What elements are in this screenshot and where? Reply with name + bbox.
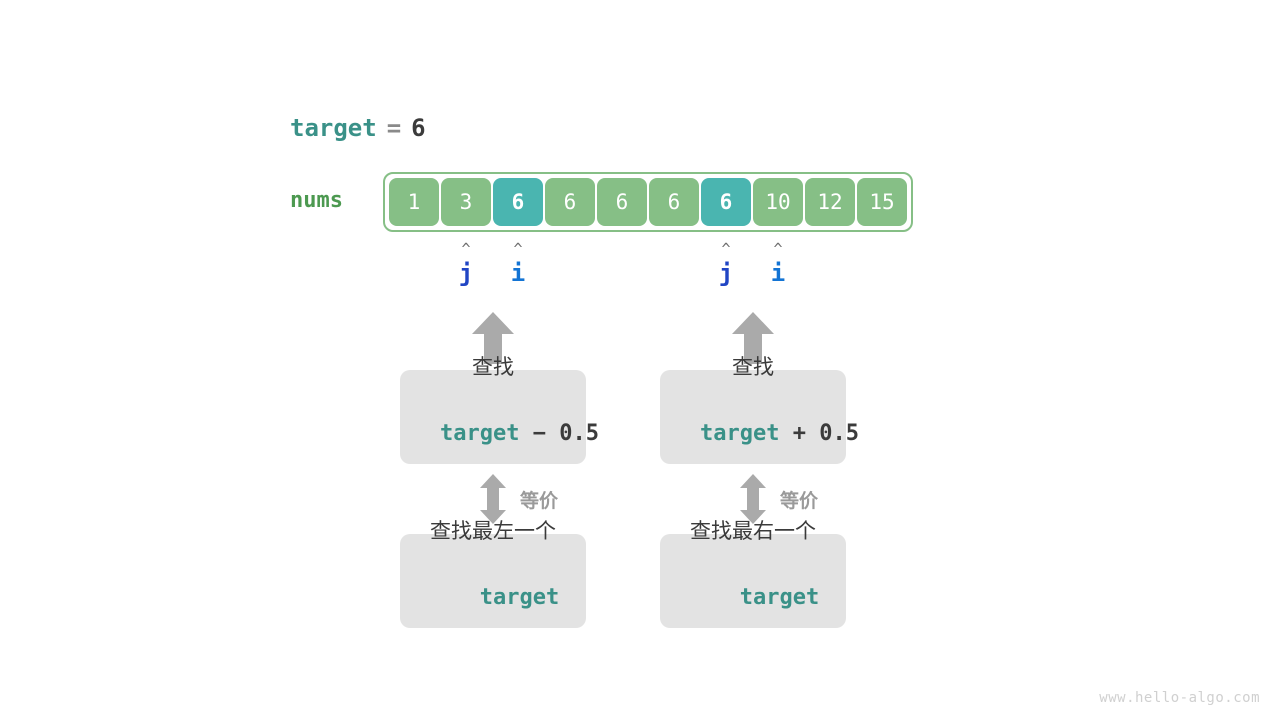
pointer-label: j — [718, 259, 734, 287]
array-cell: 10 — [753, 178, 803, 226]
caret-icon: ^ — [461, 240, 471, 258]
search-label: 查找 — [732, 355, 774, 379]
expression-operator: + 0.5 — [779, 421, 859, 446]
array-cell: 6 — [649, 178, 699, 226]
watermark: www.hello-algo.com — [1099, 690, 1260, 706]
search-target: target — [687, 550, 819, 646]
expression-operator: − 0.5 — [519, 421, 599, 446]
double-arrow-icon — [480, 474, 506, 524]
target-declaration: target = 6 — [290, 110, 426, 146]
search-leftmost-box: 查找最左一个 target — [400, 519, 586, 628]
array-label: nums — [290, 188, 343, 213]
search-expression: target − 0.5 — [387, 386, 599, 482]
up-arrow-right — [732, 312, 774, 364]
double-arrow-icon — [740, 474, 766, 524]
pointer-j: ^j — [701, 242, 751, 288]
search-expression: target + 0.5 — [647, 386, 859, 482]
search-offset-box-right: 查找 target + 0.5 — [660, 355, 859, 464]
caret-icon: ^ — [513, 240, 523, 258]
array-cell: 6 — [493, 178, 543, 226]
array-cell: 3 — [441, 178, 491, 226]
up-arrow-left — [472, 312, 514, 364]
target-keyword: target — [479, 585, 560, 610]
pointer-label: j — [458, 259, 474, 287]
equals-sign: = — [386, 114, 402, 142]
search-rightmost-box: 查找最右一个 target — [660, 519, 846, 628]
equivalence-group-right: 等价 — [740, 474, 818, 524]
equivalence-label: 等价 — [520, 489, 559, 512]
pointer-j: ^j — [441, 242, 491, 288]
pointer-label: i — [770, 259, 786, 287]
array-cell: 6 — [545, 178, 595, 226]
array-cell: 1 — [389, 178, 439, 226]
array-cell: 12 — [805, 178, 855, 226]
expression-keyword: target — [440, 421, 520, 446]
target-keyword: target — [290, 114, 377, 142]
target-value: 6 — [411, 114, 426, 142]
search-target: target — [427, 550, 559, 646]
search-label: 查找 — [472, 355, 514, 379]
equivalence-label: 等价 — [780, 489, 819, 512]
search-description: 查找最左一个 — [430, 519, 556, 543]
caret-icon: ^ — [721, 240, 731, 258]
pointer-i: ^i — [493, 242, 543, 288]
array-cell: 6 — [597, 178, 647, 226]
array-cell: 6 — [701, 178, 751, 226]
search-offset-box-left: 查找 target − 0.5 — [400, 355, 599, 464]
caret-icon: ^ — [773, 240, 783, 258]
pointer-i: ^i — [753, 242, 803, 288]
pointer-label: i — [510, 259, 526, 287]
equivalence-group-left: 等价 — [480, 474, 558, 524]
array-cell: 15 — [857, 178, 907, 226]
search-description: 查找最右一个 — [690, 519, 816, 543]
expression-keyword: target — [700, 421, 780, 446]
target-keyword: target — [739, 585, 820, 610]
